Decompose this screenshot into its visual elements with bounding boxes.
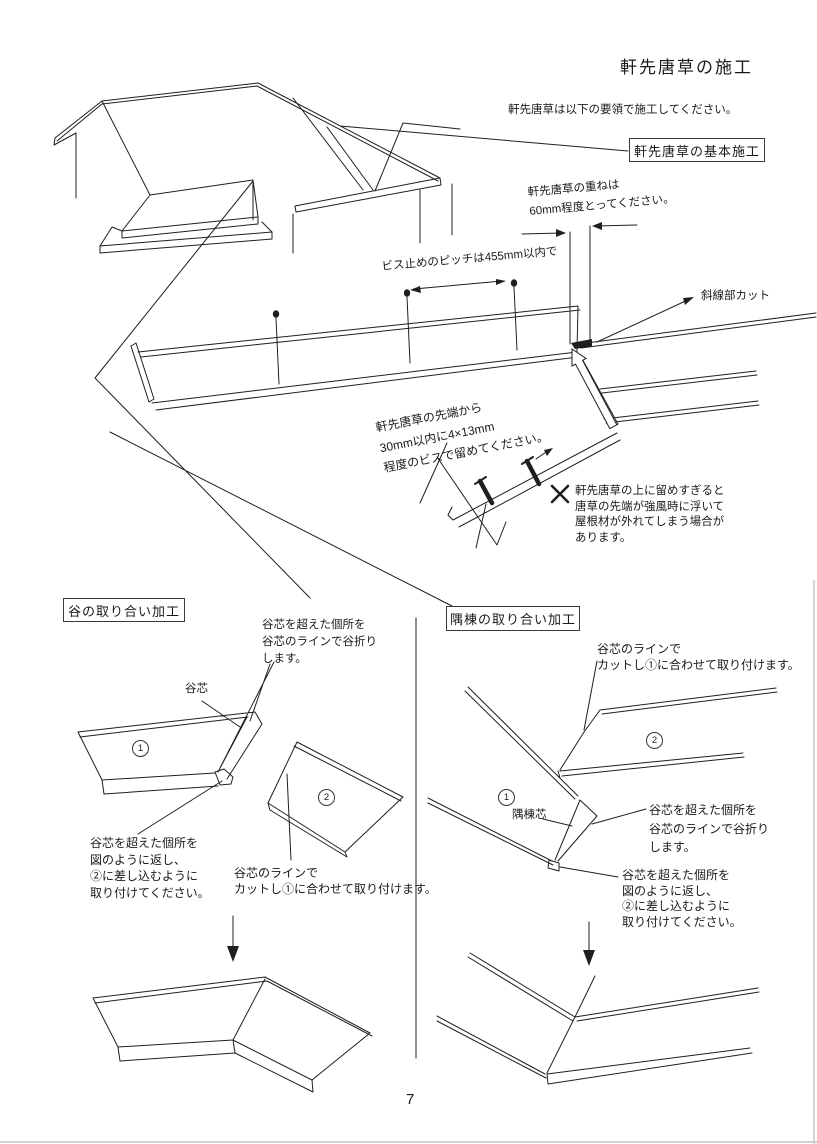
valley-insert-note: 谷芯を超えた個所を 図のように返し、 ②に差し込むように 取り付けてください。 [90, 836, 210, 900]
valley-section-box: 谷の取り合い加工 [63, 598, 185, 622]
down-arrowhead [583, 950, 595, 966]
hip-part2-label: 2 [646, 732, 663, 749]
arrowhead [592, 222, 602, 230]
hip-drawing [427, 660, 778, 1085]
hatch-cut-note: 斜線部カット [701, 290, 770, 302]
hip-insert-note: 谷芯を超えた個所を 図のように返し、 ②に差し込むように 取り付けてください。 [622, 868, 742, 929]
screw-head [272, 310, 280, 318]
arrowhead [556, 229, 566, 237]
screw-head [510, 279, 518, 287]
hip-cut-note: 谷芯のラインで カットし①に合わせて取り付けます。 [597, 642, 800, 672]
page-number: 7 [406, 1091, 415, 1108]
hip-core-label: 隅棟芯 [512, 809, 547, 821]
page-edge-lines [0, 580, 817, 1144]
valley-fold-note: 谷芯を超えた個所を 谷芯のラインで谷折り します。 [262, 619, 377, 665]
warning-note: 軒先唐草の上に留めすぎると 唐草の先端が強風時に浮いて 屋根材が外れてしまう場合… [575, 485, 725, 544]
slide-direction-arrow [571, 348, 618, 430]
hip-section-box: 隅棟の取り合い加工 [446, 606, 580, 631]
screw-head [403, 289, 411, 297]
wrong-position-x-mark [550, 484, 570, 504]
valley-part1-label: 1 [132, 740, 149, 757]
section-screws [477, 458, 542, 506]
hatched-cut-area [571, 339, 592, 349]
hip-fold-note: 谷芯を超えた個所を 谷芯のラインで谷折り します。 [649, 803, 770, 854]
hip-part1-label: 1 [498, 789, 515, 806]
page-title: 軒先唐草の施工 [620, 58, 753, 77]
arrowhead [496, 279, 506, 285]
section-screw-caps [474, 456, 534, 485]
roof-drawing [53, 82, 461, 254]
down-arrowhead [227, 946, 239, 962]
intro-note: 軒先唐草は以下の要領で施工してください。 [508, 104, 738, 116]
pointer-lines [94, 125, 629, 607]
valley-core-label: 谷芯 [185, 683, 208, 695]
arrowhead [544, 448, 553, 456]
basic-section-box: 軒先唐草の基本施工 [629, 138, 765, 162]
valley-cut-note: 谷芯のラインで カットし①に合わせて取り付けます。 [234, 866, 437, 896]
valley-drawing [77, 661, 404, 1093]
arrowhead [683, 297, 694, 305]
valley-part2-label: 2 [318, 789, 335, 806]
arrowhead [410, 286, 421, 293]
